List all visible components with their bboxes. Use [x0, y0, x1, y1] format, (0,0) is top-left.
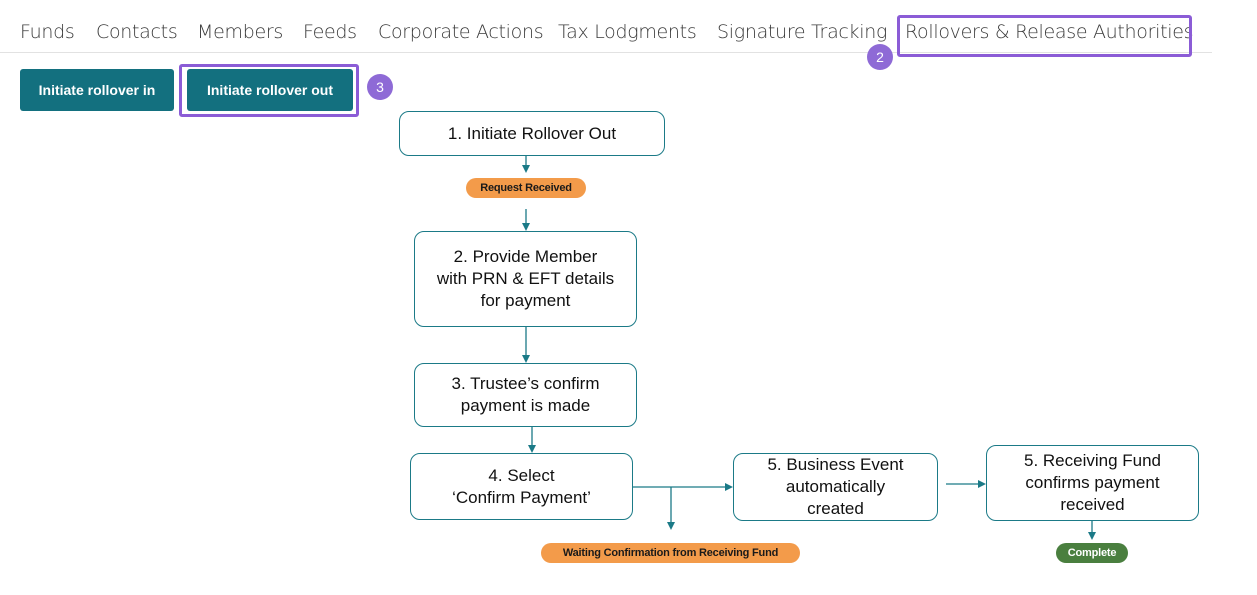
active-tab-highlight [897, 15, 1192, 57]
initiate-rollover-in-button[interactable]: Initiate rollover in [20, 69, 174, 111]
flow-step-5-business-event: 5. Business Event automatically created [733, 453, 938, 521]
flow-step-1: 1. Initiate Rollover Out [399, 111, 665, 156]
status-badge-waiting-confirmation: Waiting Confirmation from Receiving Fund [541, 543, 800, 563]
flow-step-2: 2. Provide Member with PRN & EFT details… [414, 231, 637, 327]
button-highlight [179, 64, 359, 117]
tab-feeds[interactable]: Feeds [303, 21, 357, 43]
tab-funds[interactable]: Funds [20, 21, 75, 43]
step-badge-3: 3 [367, 74, 393, 100]
status-badge-request-received: Request Received [466, 178, 586, 198]
nav-divider [0, 52, 1212, 53]
flow-step-3: 3. Trustee’s confirm payment is made [414, 363, 637, 427]
tab-corporate-actions[interactable]: Corporate Actions [378, 21, 544, 43]
tab-tax-lodgments[interactable]: Tax Lodgments [558, 21, 697, 43]
flow-step-5-receiving-fund: 5. Receiving Fund confirms payment recei… [986, 445, 1199, 521]
status-badge-complete: Complete [1056, 543, 1128, 563]
step-badge-2: 2 [867, 44, 893, 70]
tab-members[interactable]: Members [197, 21, 283, 43]
flow-step-4: 4. Select ‘Confirm Payment’ [410, 453, 633, 520]
tab-signature-tracking[interactable]: Signature Tracking [717, 21, 888, 43]
tab-contacts[interactable]: Contacts [96, 21, 178, 43]
tab-rollovers-release-authorities[interactable]: Rollovers & Release Authorities [905, 21, 1194, 43]
top-nav: Funds Contacts Members Feeds Corporate A… [0, 0, 1212, 54]
initiate-rollover-out-button[interactable]: Initiate rollover out [187, 69, 353, 111]
